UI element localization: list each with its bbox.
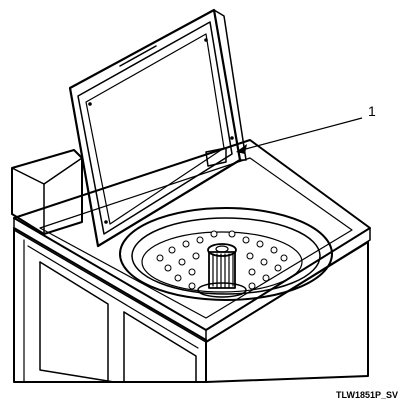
drawing-code: TLW1851P_SV bbox=[336, 390, 398, 400]
cabinet-top bbox=[13, 139, 371, 343]
agitator bbox=[197, 243, 247, 298]
callout-1: 1 bbox=[236, 103, 376, 154]
open-lid bbox=[68, 8, 247, 248]
callout-label: 1 bbox=[368, 103, 376, 119]
callout-leader-line bbox=[241, 117, 363, 151]
cabinet-right-side bbox=[205, 241, 369, 383]
basket-holes bbox=[156, 230, 288, 290]
cabinet-front bbox=[13, 227, 207, 383]
callout-arrowhead bbox=[236, 144, 247, 154]
wash-basket bbox=[119, 207, 333, 301]
control-console bbox=[11, 149, 83, 235]
